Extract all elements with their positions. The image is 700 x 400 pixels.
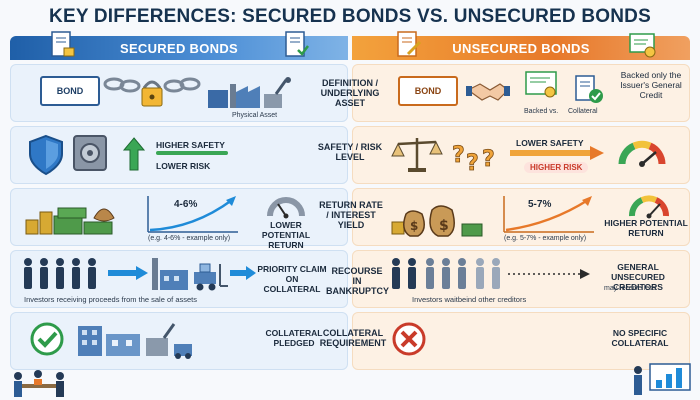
bond-certificate-secured: BOND [40, 76, 100, 106]
physical-asset-label: Physical Asset [232, 112, 278, 119]
priority-claim-label: PRIORITY CLAIM ON COLLATERAL [257, 264, 327, 294]
flow-arrow-icon-2 [230, 266, 256, 280]
secured-bankruptcy-caption: Investors receiving proceeds from the sa… [24, 295, 197, 304]
forklift-icon [194, 263, 228, 291]
unsecured-bankruptcy-caption: Investors waitbeind other creditors [412, 295, 527, 304]
row-safety-secured [10, 126, 348, 184]
plant-icon [152, 258, 188, 290]
team-meeting-icon [14, 370, 64, 397]
svg-text:?: ? [452, 143, 465, 168]
bond-certificate-unsecured: BOND [398, 76, 458, 106]
document-check-icon [285, 31, 309, 57]
svg-text:$: $ [410, 219, 418, 233]
no-collateral-label: NO SPECIFIC COLLATERAL [611, 328, 669, 348]
svg-text:?: ? [482, 147, 495, 172]
page-title: KEY DIFFERENCES: SECURED BONDS VS. UNSEC… [49, 6, 651, 27]
secured-rate-label: 4-6% [174, 199, 198, 210]
cash-stack-icon [25, 207, 115, 235]
document-pen-icon [397, 31, 422, 57]
orange-arrow-icon [510, 146, 604, 160]
backed-vs-label: Backed vs. [524, 108, 559, 115]
may-receive-less-label: may receive less [604, 285, 657, 292]
high-gauge-icon [629, 195, 669, 219]
general-unsecured-label: GENERAL UNSECURED CREDITORS [611, 262, 665, 292]
investors-queue-icon [24, 258, 96, 289]
secured-rate-example: (e.g. 4-6% - example only) [148, 235, 231, 242]
row-collateral-secured [10, 312, 348, 370]
collateral-pledged-label: COLLATERAL PLEDGED [265, 328, 323, 348]
factory-icon [208, 77, 291, 108]
certificate-icon [629, 33, 656, 58]
question-marks-icon: ? ? ? [452, 143, 496, 177]
definition-label: DEFINITION / UNDERLYING ASSET [320, 78, 380, 108]
recourse-label: RECOURSE IN BANKRUPTCY [326, 266, 389, 296]
x-circle-icon [392, 322, 426, 356]
money-bags-icon: $ $ [391, 205, 483, 237]
presenter-chart-icon [634, 363, 691, 395]
waiting-investors-icon [392, 258, 500, 289]
flow-arrow-icon [108, 266, 148, 280]
row-definition-secured [10, 64, 348, 122]
unsecured-rate-example: (e.g. 5-7% - example only) [504, 235, 587, 242]
low-gauge-icon [267, 197, 305, 219]
collateral-label: Collateral [568, 108, 598, 115]
dotted-arrow-icon [508, 269, 590, 279]
secured-return-chart [147, 196, 238, 233]
higher-safety-label: HIGHER SAFETY [156, 140, 225, 150]
unsecured-return-chart [503, 196, 594, 233]
certificate-seal-icon [525, 71, 557, 98]
document-lock-icon [51, 31, 75, 57]
chain-lock-icon [103, 77, 201, 107]
higher-risk-label: HIGHER RISK [524, 162, 589, 173]
balance-scale-icon [391, 138, 443, 172]
unsecured-rate-label: 5-7% [528, 199, 552, 210]
handshake-icon [466, 83, 510, 101]
lower-risk-label: LOWER RISK [156, 161, 211, 171]
collateral-document-icon [575, 75, 603, 103]
shield-icon [29, 134, 63, 176]
svg-text:$: $ [439, 218, 449, 234]
safety-risk-label: SAFETY / RISK LEVEL [317, 142, 383, 162]
collateral-assets-icon [78, 323, 192, 359]
lower-safety-label: LOWER SAFETY [516, 138, 584, 148]
green-arrow-up-icon [122, 137, 146, 171]
check-circle-icon [30, 322, 64, 356]
return-rate-label: RETURN RATE / INTEREST YIELD [319, 200, 383, 230]
collateral-requirement-label: COLLATERAL REQUIREMENT [319, 328, 387, 348]
risk-gauge-icon [618, 140, 666, 167]
higher-return-label: HIGHER POTENTIAL RETURN [604, 218, 688, 238]
safety-bar [156, 151, 228, 155]
row-bankruptcy-secured [10, 250, 348, 308]
svg-text:?: ? [466, 151, 479, 176]
general-credit-note: Backed only the Issuer's General Credit [620, 70, 682, 100]
lower-return-label: LOWER POTENTIAL RETURN [261, 220, 311, 250]
safe-vault-icon [73, 135, 107, 171]
